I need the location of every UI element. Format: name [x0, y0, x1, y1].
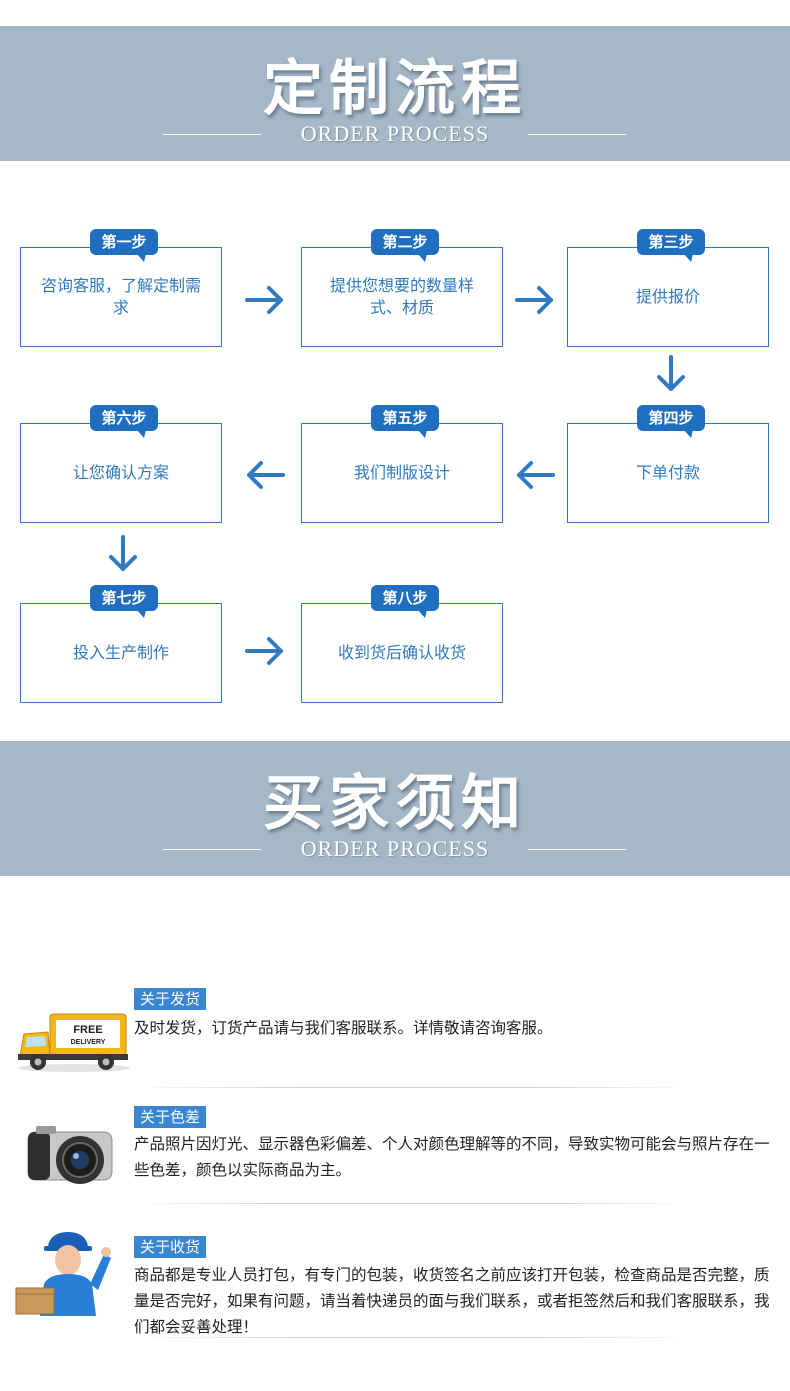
step-text: 收到货后确认收货: [337, 643, 466, 662]
arrow-down-icon: [109, 535, 137, 571]
tip-text-color: 产品照片因灯光、显示器色彩偏差、个人对颜色理解等的不同，导致实物可能会与照片存在…: [134, 1135, 770, 1179]
step-text: 提供报价: [635, 287, 700, 306]
svg-text:DELIVERY: DELIVERY: [71, 1039, 106, 1046]
divider-right: [528, 849, 626, 850]
step-text: 咨询客服，了解定制需求: [40, 276, 201, 317]
step-text: 提供您想要的数量样式、材质: [329, 276, 474, 317]
tip-text-shipping: 及时发货，订货产品请与我们客服联系。详情敬请咨询客服。: [134, 1019, 553, 1037]
arrow-right-icon: [245, 286, 283, 314]
divider-right: [528, 134, 626, 135]
divider-left: [163, 849, 261, 850]
step-box-5: 我们制版设计: [301, 423, 503, 523]
step-tag-8: 第八步: [371, 585, 439, 618]
step-box-6: 让您确认方案: [20, 423, 222, 523]
step-text: 我们制版设计: [353, 463, 450, 482]
divider: [130, 1337, 700, 1338]
step-tag-label: 第三步: [648, 233, 694, 251]
tip-title-receipt: 关于收货: [134, 1236, 207, 1258]
tip-text-receipt: 商品都是专业人员打包，有专门的包装，收货签名之前应该打开包装，检查商品是否完整，…: [134, 1266, 770, 1336]
step-box-2: 提供您想要的数量样式、材质: [301, 247, 503, 347]
tip-title-color: 关于色差: [134, 1106, 207, 1128]
step-box-4: 下单付款: [567, 423, 769, 523]
arrow-left-icon: [517, 461, 555, 489]
step-box-7: 投入生产制作: [20, 603, 222, 703]
step-box-3: 提供报价: [567, 247, 769, 347]
tip-title-shipping: 关于发货: [134, 988, 207, 1010]
arrow-right-icon: [515, 286, 553, 314]
notice-banner: 买家须知 ORDER PROCESS: [0, 741, 790, 876]
divider-left: [163, 134, 261, 135]
step-tag-5: 第五步: [371, 405, 439, 438]
courier-icon: [15, 1232, 111, 1316]
process-banner-subtitle: ORDER PROCESS: [300, 121, 490, 146]
step-tag-label: 第八步: [382, 589, 428, 607]
delivery-truck-icon: FREE DELIVERY: [18, 1013, 130, 1072]
arrow-left-icon: [247, 461, 285, 489]
process-banner-title: 定制流程: [263, 54, 527, 124]
step-tag-label: 第六步: [101, 409, 147, 427]
free-delivery-badge-text: FREE: [73, 1024, 102, 1036]
step-text: 投入生产制作: [72, 643, 169, 662]
step-tag-2: 第二步: [371, 229, 439, 262]
divider: [130, 1087, 700, 1088]
step-box-8: 收到货后确认收货: [301, 603, 503, 703]
step-tag-3: 第三步: [637, 229, 705, 262]
step-tag-label: 第五步: [382, 409, 428, 427]
step-tag-4: 第四步: [637, 405, 705, 438]
step-tag-label: 第一步: [101, 233, 147, 251]
step-tag-label: 第四步: [648, 409, 694, 427]
step-tag-label: 第二步: [382, 233, 428, 251]
step-tag-7: 第七步: [90, 585, 158, 618]
arrow-down-icon: [657, 355, 685, 391]
step-text: 让您确认方案: [72, 463, 169, 482]
notice-banner-title: 买家须知: [263, 769, 527, 839]
step-tag-label: 第七步: [101, 589, 147, 607]
divider: [130, 1203, 700, 1204]
step-tag-6: 第六步: [90, 405, 158, 438]
step-tag-1: 第一步: [90, 229, 158, 262]
camera-icon: [27, 1126, 113, 1184]
arrow-right-icon: [245, 637, 283, 665]
step-text: 下单付款: [635, 463, 700, 482]
process-banner: 定制流程 ORDER PROCESS: [0, 26, 790, 161]
notice-banner-subtitle: ORDER PROCESS: [300, 836, 490, 861]
step-box-1: 咨询客服，了解定制需求: [20, 247, 222, 347]
